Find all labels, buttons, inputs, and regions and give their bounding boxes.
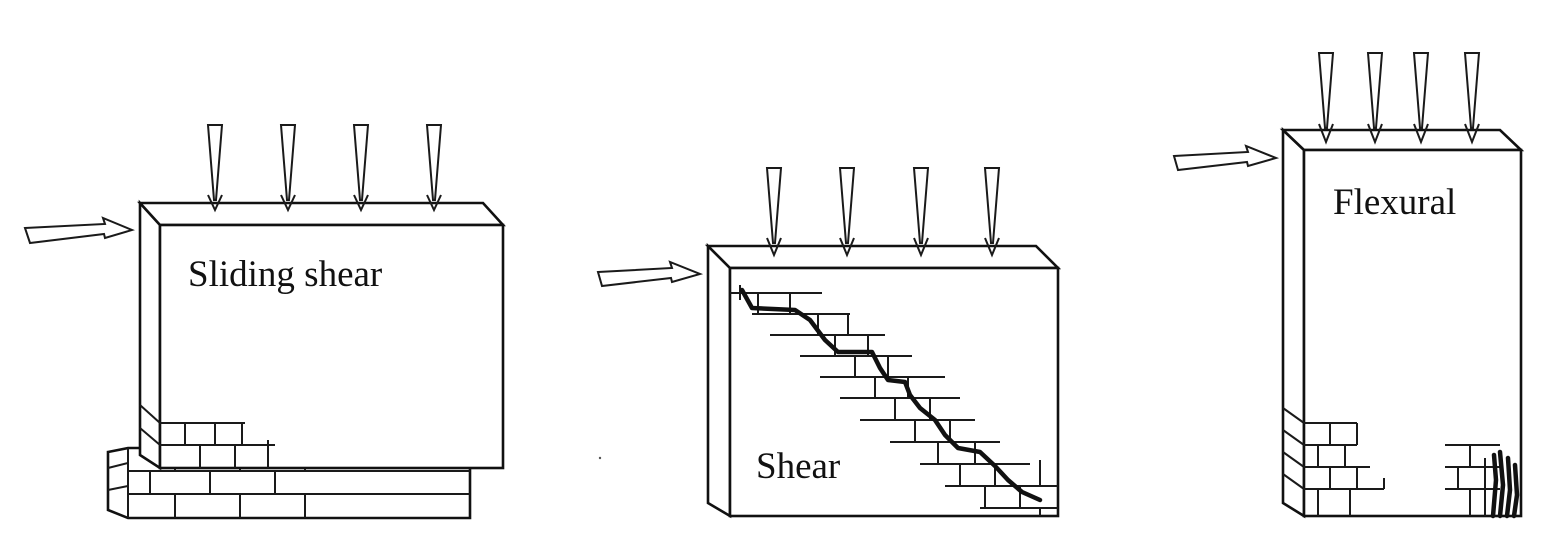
panel-sliding-shear: Sliding shear — [23, 124, 506, 520]
panel-shear: Shear — [596, 167, 1062, 519]
panel-label-shear: Shear — [756, 446, 840, 487]
shear-vertical-loads — [765, 167, 1001, 258]
down-arrow-icon — [1412, 52, 1430, 129]
sliding-vertical-loads — [206, 124, 443, 213]
stray-mark — [598, 456, 602, 460]
sliding-wall — [137, 199, 506, 471]
down-arrow-icon — [838, 167, 856, 244]
down-arrow-icon — [206, 124, 224, 201]
lateral-load-arrow-icon — [1172, 144, 1280, 172]
lateral-load-arrow-icon — [596, 260, 704, 288]
panel-flexural: Flexural — [1172, 52, 1525, 519]
down-arrow-icon — [1463, 52, 1481, 129]
sliding-wall-brick-courses — [139, 404, 275, 468]
down-arrow-icon — [425, 124, 443, 201]
flexural-cracks — [1490, 449, 1520, 519]
down-arrow-icon — [279, 124, 297, 201]
down-arrow-icon — [1317, 52, 1335, 129]
flexural-wall — [1279, 126, 1525, 519]
flexural-vertical-loads — [1317, 52, 1481, 145]
down-arrow-icon — [765, 167, 783, 244]
down-arrow-icon — [983, 167, 1001, 244]
panel-label-sliding-shear: Sliding shear — [188, 254, 382, 295]
down-arrow-icon — [912, 167, 930, 244]
lateral-load-arrow-icon — [23, 216, 135, 245]
panel-label-flexural: Flexural — [1333, 182, 1456, 223]
down-arrow-icon — [352, 124, 370, 201]
down-arrow-icon — [1366, 52, 1384, 129]
flexural-wall-brickwork — [1282, 407, 1500, 516]
diagonal-crack — [739, 287, 1043, 503]
